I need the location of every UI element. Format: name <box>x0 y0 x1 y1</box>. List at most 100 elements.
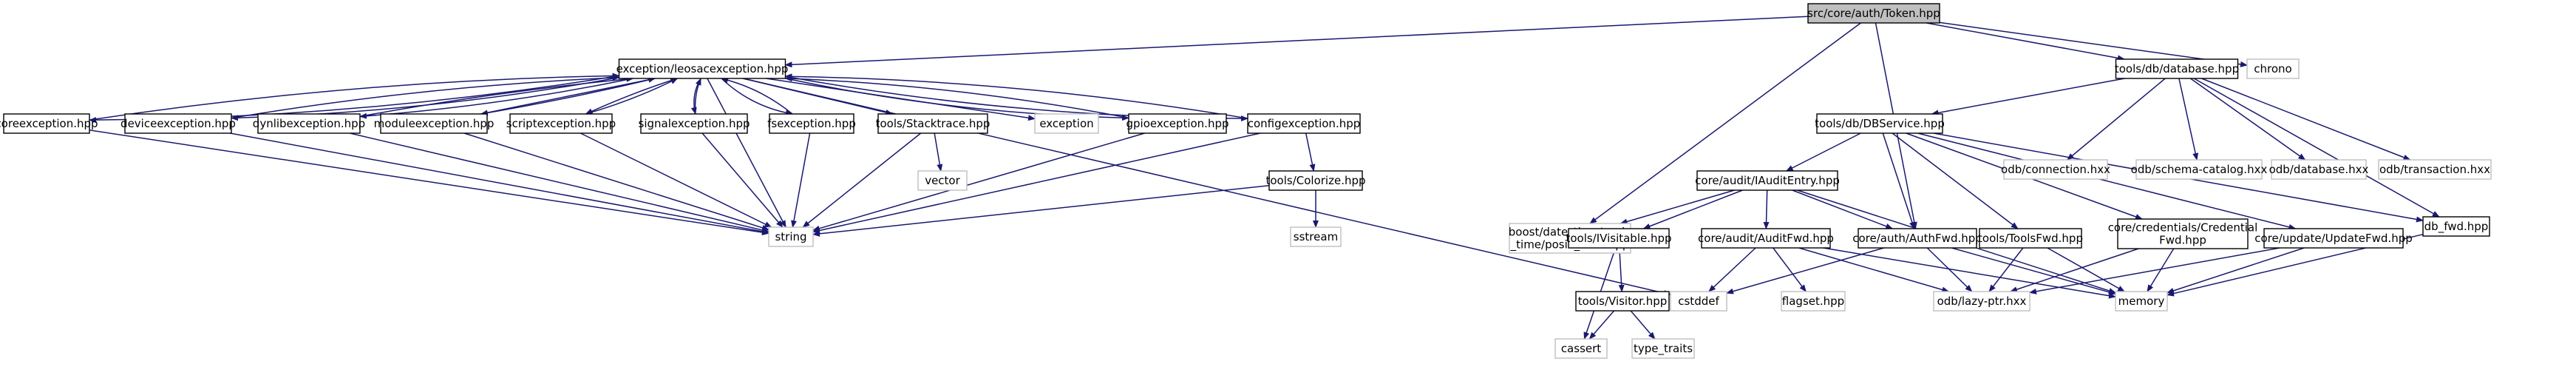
node-box <box>769 113 854 134</box>
edge-database-to-db_fwd <box>2193 78 2440 218</box>
node-box <box>618 58 786 79</box>
node-chrono: chrono <box>2246 58 2300 79</box>
node-authfwd[interactable]: core/auth/AuthFwd.hpp <box>1852 228 1982 249</box>
node-box <box>3 113 90 134</box>
node-label: deviceexception.hpp <box>120 117 236 130</box>
node-box <box>1568 228 1670 249</box>
node-configexc[interactable]: configexception.hpp <box>1247 113 1361 134</box>
node-box <box>2115 291 2168 312</box>
node-stacktrace[interactable]: tools/Stacktrace.hpp <box>876 113 990 134</box>
node-iauditentry[interactable]: core/audit/IAuditEntry.hpp <box>1695 170 1840 191</box>
node-cassert: cassert <box>1554 338 1608 359</box>
edge-database-to-dbservice <box>1931 78 2125 116</box>
node-dynlibexc[interactable]: dynlibexception.hpp <box>253 113 365 134</box>
edge-database-to-odb_conn <box>2066 78 2166 161</box>
edge-toolsfwd-to-memory <box>2047 247 2125 292</box>
edge-auditfwd-to-lazyptr <box>1798 247 1950 293</box>
node-visitor[interactable]: tools/Visitor.hpp <box>1575 291 1670 312</box>
edge-configexc-to-leosac_exc <box>784 73 1248 119</box>
node-scriptexc[interactable]: scriptexception.hpp <box>506 113 616 134</box>
node-label: exception/leosacexception.hpp <box>616 62 789 75</box>
node-box <box>2263 228 2404 249</box>
node-deviceexc[interactable]: deviceexception.hpp <box>120 113 236 134</box>
edge-leosac_exc-to-string <box>707 78 786 228</box>
node-label: Fwd.hpp <box>2159 234 2206 247</box>
node-leosac_exc[interactable]: exception/leosacexception.hpp <box>616 58 789 79</box>
node-updatefwd[interactable]: core/update/UpdateFwd.hpp <box>2254 228 2413 249</box>
node-coreexc[interactable]: coreexception.hpp <box>0 113 98 134</box>
node-odb_db: odb/database.hxx <box>2269 159 2369 180</box>
edge-fsexc-to-leosac_exc <box>721 77 793 115</box>
node-box <box>1631 338 1695 359</box>
node-signalexc[interactable]: signalexception.hpp <box>639 113 750 134</box>
node-box <box>1034 113 1099 134</box>
node-string: string <box>768 226 814 247</box>
node-gpioexc[interactable]: gpioexception.hpp <box>1126 113 1229 134</box>
node-fsexc[interactable]: fsexception.hpp <box>767 113 856 134</box>
node-label: memory <box>2118 295 2165 308</box>
edge-database-to-odb_schema <box>2178 78 2199 161</box>
node-label: odb/transaction.hxx <box>2379 163 2490 176</box>
node-label: tools/db/DBService.hpp <box>1815 117 1945 130</box>
edge-scriptexc-to-leosac_exc <box>585 78 679 115</box>
node-label: moduleexception.hpp <box>374 117 495 130</box>
edge-database-to-odb_db <box>2189 78 2306 161</box>
node-box <box>509 113 613 134</box>
node-colorize[interactable]: tools/Colorize.hpp <box>1265 170 1366 191</box>
edge-moduleexc-to-string <box>463 132 769 231</box>
node-label: tools/db/database.hpp <box>2115 62 2239 75</box>
node-label: coreexception.hpp <box>0 117 98 130</box>
edge-iauditentry-to-authfwd <box>1792 189 1894 229</box>
node-label: cstddef <box>1678 295 1719 308</box>
edge-deviceexc-to-leosac_exc <box>231 75 620 119</box>
node-box <box>1979 228 2082 249</box>
node-box <box>1807 3 1940 24</box>
node-ivisitable[interactable]: tools/IVisitable.hpp <box>1566 228 1672 249</box>
node-label: cassert <box>1561 342 1601 355</box>
node-box <box>768 226 814 247</box>
node-box <box>640 113 748 134</box>
node-label: tools/IVisitable.hpp <box>1566 232 1671 245</box>
edge-database-to-odb_trans <box>2201 78 2411 161</box>
edge-authfwd-to-lazyptr <box>1926 247 1973 292</box>
node-sstream: sstream <box>1290 226 1342 247</box>
node-box <box>1575 291 1670 312</box>
node-db_fwd[interactable]: db_fwd.hpp <box>2422 216 2490 237</box>
node-box <box>1701 228 1831 249</box>
node-vector: vector <box>917 170 968 191</box>
node-box <box>2246 58 2300 79</box>
node-label: core/audit/AuditFwd.hpp <box>1698 232 1834 245</box>
edge-leosac_exc-to-moduleexc <box>480 78 656 116</box>
edge-dynlibexc-to-string <box>350 132 769 233</box>
node-label: fsexception.hpp <box>767 117 856 130</box>
node-label: tools/Colorize.hpp <box>1265 174 1365 187</box>
edge-leosac_exc-to-scriptexc <box>585 78 678 115</box>
node-box <box>1858 228 1977 249</box>
node-dbservice[interactable]: tools/db/DBService.hpp <box>1815 113 1945 134</box>
node-toolsfwd[interactable]: tools/ToolsFwd.hpp <box>1978 228 2083 249</box>
node-label: scriptexception.hpp <box>506 117 616 130</box>
node-odb_trans: odb/transaction.hxx <box>2378 159 2492 180</box>
edge-dynlibexc-to-leosac_exc <box>359 75 634 118</box>
node-box <box>2003 159 2108 180</box>
node-label: flagset.hpp <box>1782 295 1844 308</box>
edge-stacktrace-to-vector <box>934 132 943 172</box>
node-lazyptr: odb/lazy-ptr.hxx <box>1933 291 2030 312</box>
edge-signalexc-to-leosac_exc <box>694 78 701 115</box>
node-label: odb/connection.hxx <box>2001 163 2110 176</box>
edge-dbservice-to-authfwd <box>1882 132 1915 229</box>
node-box <box>380 113 488 134</box>
edge-credfwd-to-lazyptr <box>2009 248 2139 292</box>
node-label: vector <box>925 174 960 187</box>
edges-layer <box>89 16 2440 340</box>
node-label: core/credentials/Credential <box>2108 221 2258 235</box>
nodes-layer: src/core/auth/Token.hppexception/leosace… <box>0 3 2492 359</box>
node-box <box>1128 113 1227 134</box>
node-database[interactable]: tools/db/database.hpp <box>2115 58 2239 79</box>
node-moduleexc[interactable]: moduleexception.hpp <box>374 113 495 134</box>
edge-gpioexc-to-string <box>812 132 1145 232</box>
edge-moduleexc-to-leosac_exc <box>480 76 656 115</box>
node-auditfwd[interactable]: core/audit/AuditFwd.hpp <box>1698 228 1834 249</box>
